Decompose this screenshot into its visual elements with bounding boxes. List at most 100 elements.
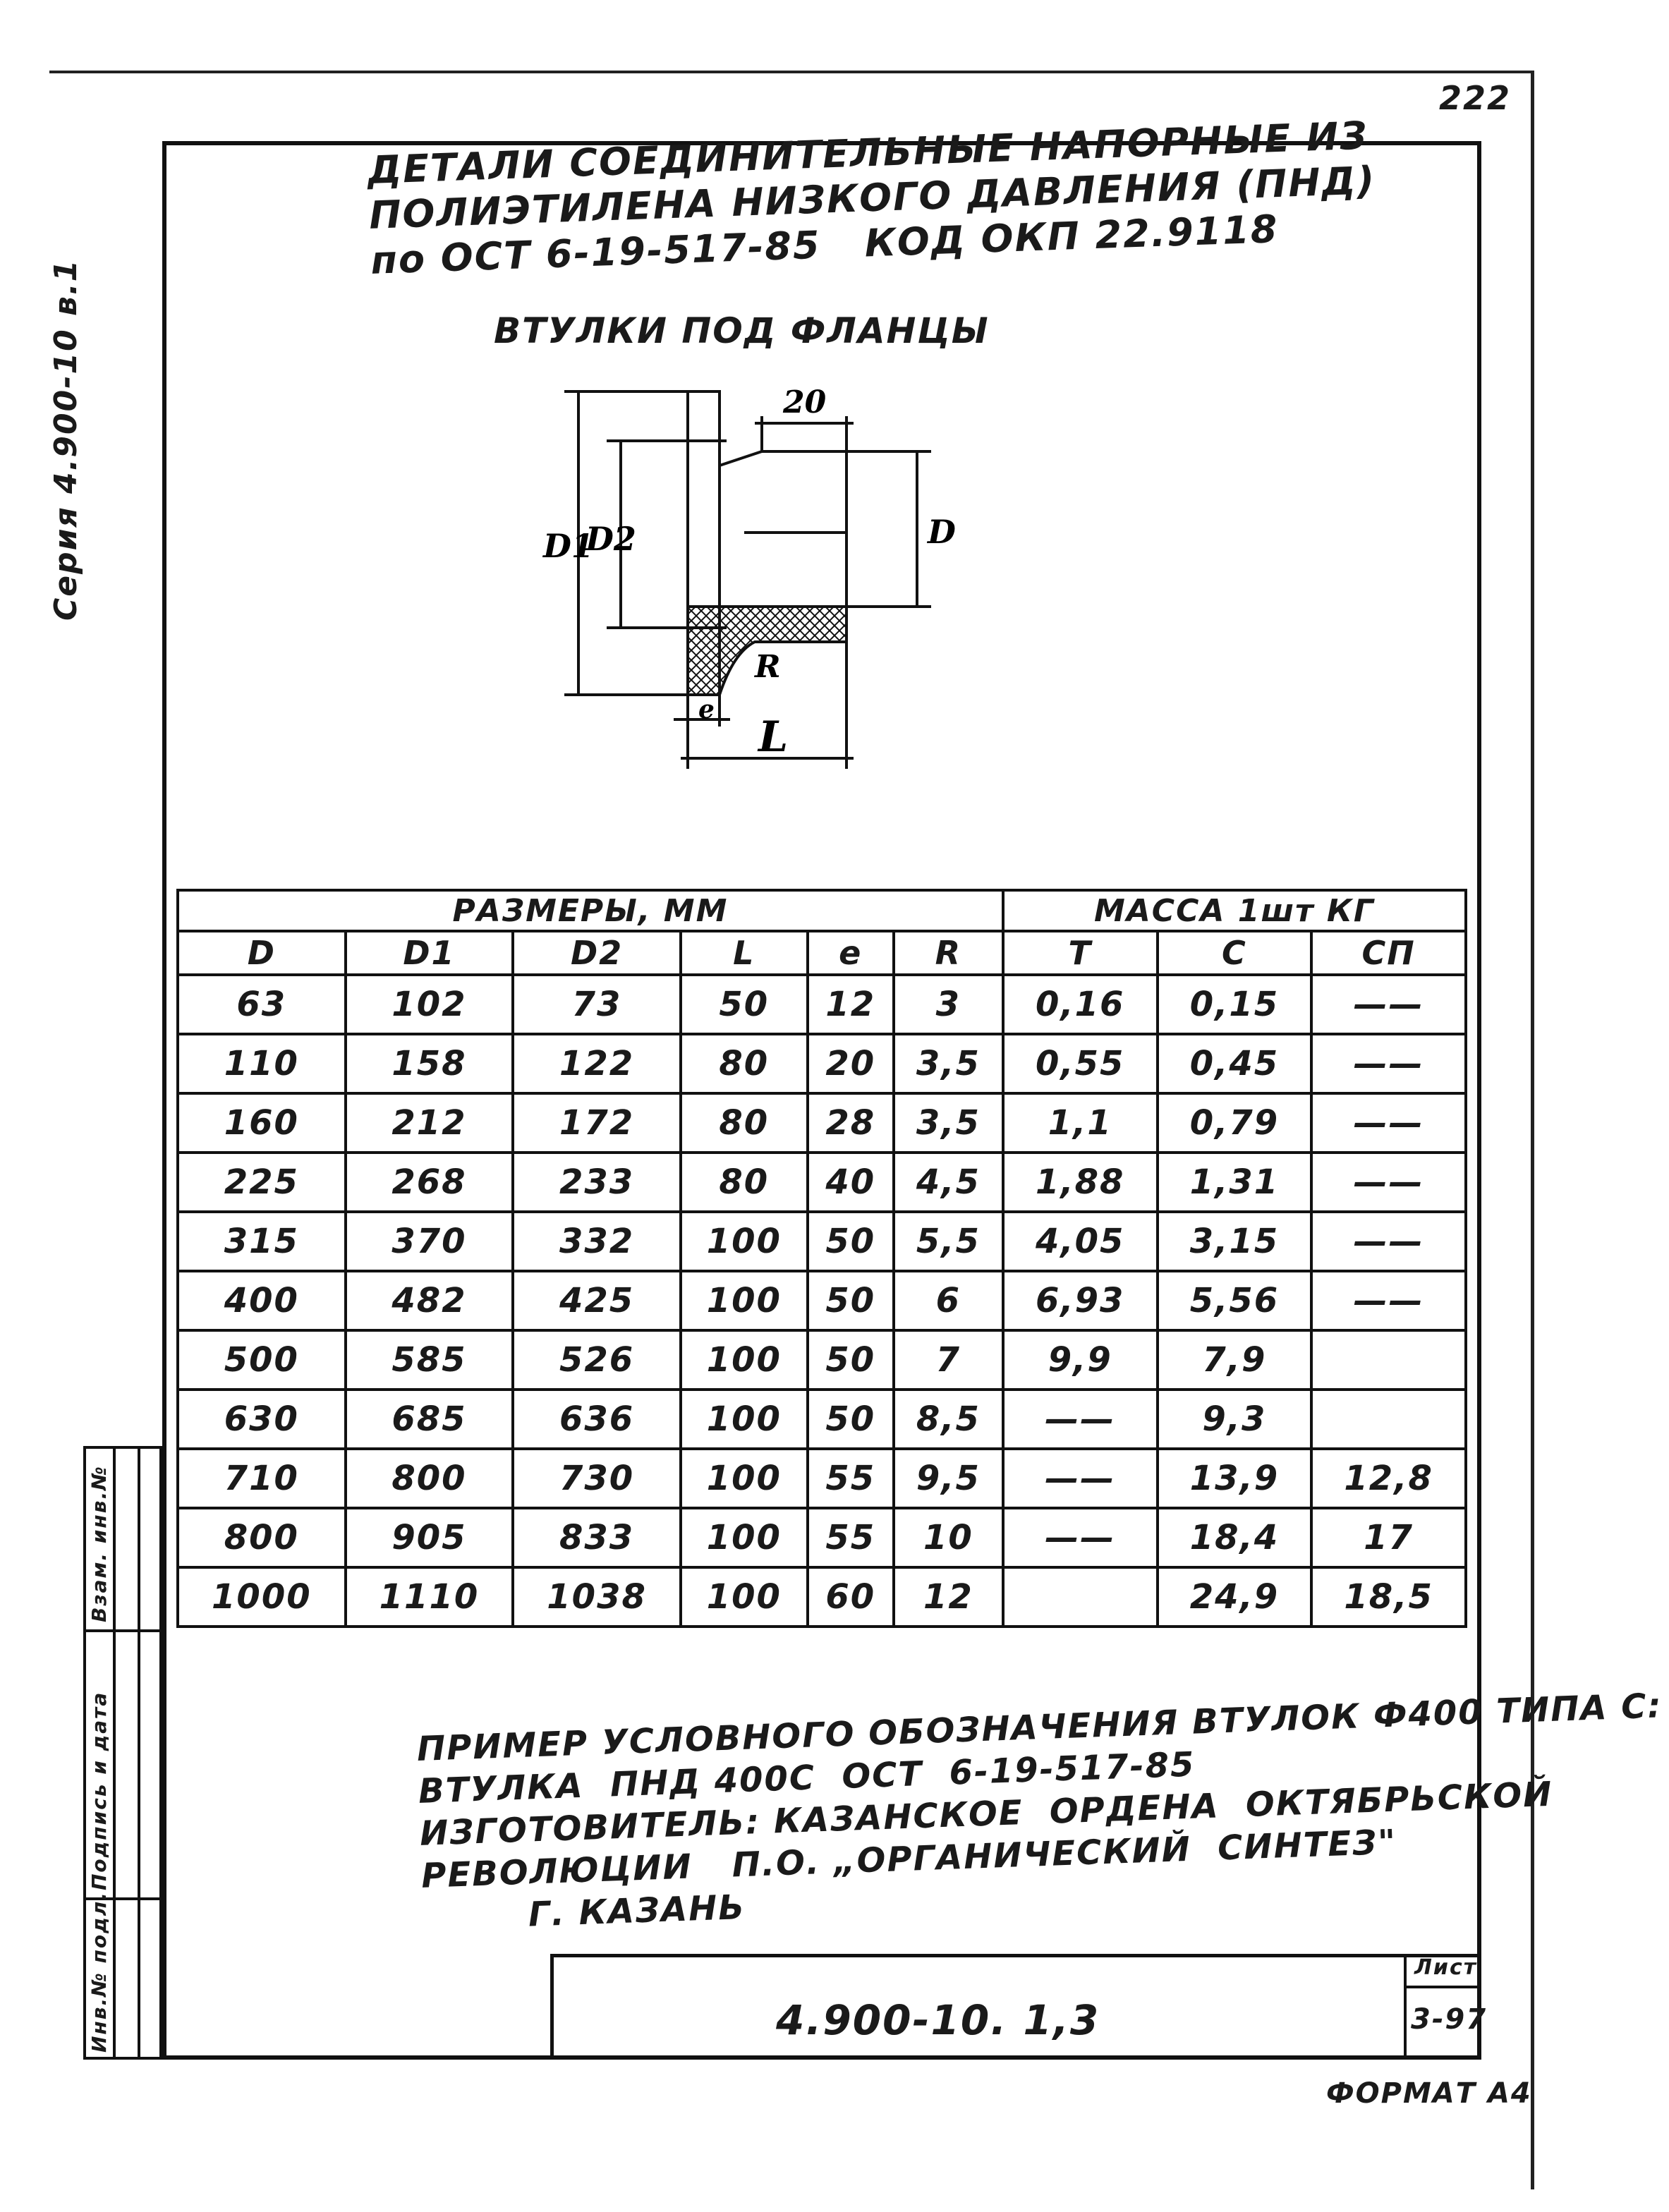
table-cell: 526 — [511, 1329, 682, 1391]
table-cell: 4,05 — [1001, 1210, 1159, 1272]
table-cell: 110 — [176, 1033, 347, 1095]
label-D1: D1 — [542, 527, 594, 565]
table-cell: 9,9 — [1001, 1329, 1159, 1391]
dimensions-table: РАЗМЕРЫ, ММ МАССА 1шт КГ D D1 D2 L e R Т… — [176, 889, 1468, 1628]
table-cell: 50 — [806, 1210, 895, 1272]
table-cell: —— — [1310, 1210, 1467, 1272]
table-cell: 833 — [511, 1507, 682, 1569]
table-cell: 0,16 — [1001, 973, 1159, 1035]
column-header: D2 — [511, 930, 682, 976]
column-header: СП — [1310, 930, 1467, 976]
table-cell: 80 — [679, 1033, 809, 1095]
table-cell: 1,88 — [1001, 1151, 1159, 1213]
table-cell: 55 — [806, 1507, 895, 1569]
sheet-label: Лист — [1414, 1955, 1478, 1980]
table-cell: —— — [1310, 1033, 1467, 1095]
column-header: D1 — [344, 930, 515, 976]
table-cell — [1001, 1566, 1159, 1628]
table-cell: 12 — [892, 1566, 1005, 1628]
table-cell: 102 — [344, 973, 515, 1035]
label-L: L — [757, 712, 788, 762]
strip-divider — [83, 1897, 162, 1900]
table-cell: 18,5 — [1310, 1566, 1467, 1628]
table-cell: 50 — [806, 1329, 895, 1391]
table-cell: 370 — [344, 1210, 515, 1272]
table-cell: —— — [1001, 1507, 1159, 1569]
sheet-cell — [1404, 1954, 1481, 2060]
table-cell: 1000 — [176, 1566, 347, 1628]
table-cell: 0,45 — [1155, 1033, 1313, 1095]
table-cell: 100 — [679, 1270, 809, 1332]
table-cell: 3 — [892, 973, 1005, 1035]
table-cell: 3,15 — [1155, 1210, 1313, 1272]
table-cell: 100 — [679, 1329, 809, 1391]
table-cell: 24,9 — [1155, 1566, 1313, 1628]
table-cell: 685 — [344, 1388, 515, 1450]
table-cell: 585 — [344, 1329, 515, 1391]
table-cell: 0,55 — [1001, 1033, 1159, 1095]
table-cell: 425 — [511, 1270, 682, 1332]
table-cell: 332 — [511, 1210, 682, 1272]
table-cell: 905 — [344, 1507, 515, 1569]
table-cell: 100 — [679, 1566, 809, 1628]
table-cell: 13,9 — [1155, 1447, 1313, 1509]
group-header-mass: МАССА 1шт КГ — [1001, 889, 1468, 932]
table-cell: 400 — [176, 1270, 347, 1332]
group-header-sizes: РАЗМЕРЫ, ММ — [176, 889, 1005, 932]
table-cell: 55 — [806, 1447, 895, 1509]
label-D: D — [926, 513, 956, 551]
table-cell: —— — [1001, 1447, 1159, 1509]
table-cell: 40 — [806, 1151, 895, 1213]
table-cell: 5,56 — [1155, 1270, 1313, 1332]
table-cell: 636 — [511, 1388, 682, 1450]
strip-divider — [113, 1446, 116, 2060]
strip-divider — [83, 1629, 162, 1632]
table-cell: 8,5 — [892, 1388, 1005, 1450]
table-cell: 800 — [176, 1507, 347, 1569]
bushing-drawing: D1 D2 D 20 R e L — [542, 384, 956, 769]
drawing-subtitle: ВТУЛКИ ПОД ФЛАНЦЫ — [494, 310, 990, 351]
table-cell: 17 — [1310, 1507, 1467, 1569]
label-R: R — [753, 649, 781, 685]
table-cell: 100 — [679, 1210, 809, 1272]
table-cell: 482 — [344, 1270, 515, 1332]
outer-frame — [49, 71, 1534, 2189]
strip-divider — [138, 1446, 140, 2060]
series-label: Серия 4.900-10 в.1 — [48, 258, 84, 621]
label-D2: D2 — [584, 520, 636, 558]
table-cell: 10 — [892, 1507, 1005, 1569]
table-cell — [1310, 1329, 1467, 1391]
table-cell: —— — [1310, 1270, 1467, 1332]
table-cell: 100 — [679, 1447, 809, 1509]
inv-orig-label: Инв.№ подл. — [87, 1891, 111, 2053]
table-cell: 730 — [511, 1447, 682, 1509]
label-20: 20 — [782, 384, 827, 420]
document-code: 4.900-10. 1,3 — [776, 1996, 1100, 2044]
table-cell: 0,79 — [1155, 1092, 1313, 1154]
table-cell: 315 — [176, 1210, 347, 1272]
table-cell: 1,1 — [1001, 1092, 1159, 1154]
column-header: R — [892, 930, 1005, 976]
table-cell: 4,5 — [892, 1151, 1005, 1213]
table-cell: 20 — [806, 1033, 895, 1095]
table-cell: 7 — [892, 1329, 1005, 1391]
table-cell: 80 — [679, 1151, 809, 1213]
table-cell: 6,93 — [1001, 1270, 1159, 1332]
table-cell: 710 — [176, 1447, 347, 1509]
table-cell: 212 — [344, 1092, 515, 1154]
table-cell: 1038 — [511, 1566, 682, 1628]
table-cell: 100 — [679, 1507, 809, 1569]
table-cell: 0,15 — [1155, 973, 1313, 1035]
table-cell: 630 — [176, 1388, 347, 1450]
table-cell: 233 — [511, 1151, 682, 1213]
table-cell: —— — [1310, 973, 1467, 1035]
table-cell: 800 — [344, 1447, 515, 1509]
title-block — [550, 1954, 1481, 2060]
table-cell: —— — [1310, 1092, 1467, 1154]
